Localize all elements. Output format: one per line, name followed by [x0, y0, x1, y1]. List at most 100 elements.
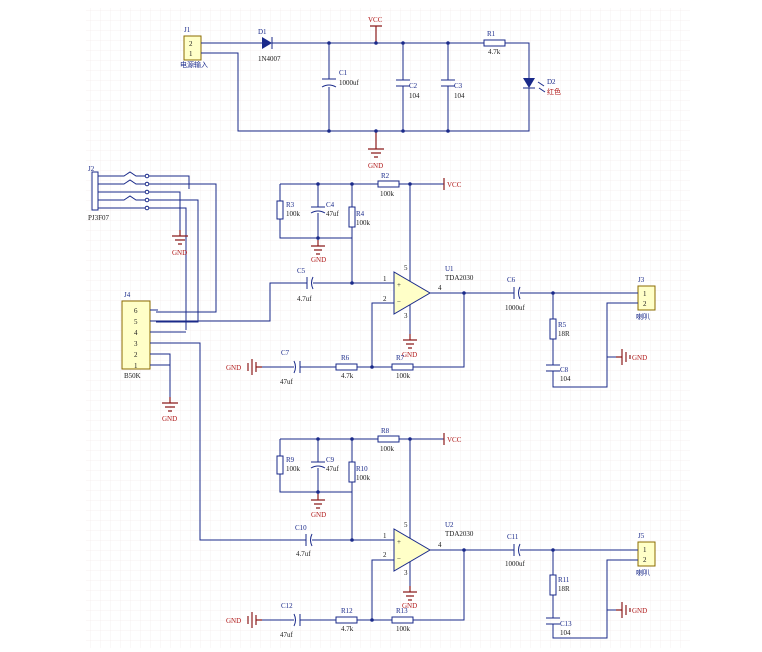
gnd-spk1-symbol — [616, 349, 631, 365]
c5-capacitor[interactable] — [306, 276, 314, 290]
r6-resistor[interactable] — [335, 363, 358, 371]
gnd-c4-symbol — [311, 240, 325, 255]
r2-ref: R2 — [381, 172, 390, 180]
c4-value: 47uf — [326, 210, 340, 218]
r9-resistor[interactable] — [276, 455, 284, 475]
j3-pin-2: 2 — [643, 300, 647, 308]
gnd-j2-label: GND — [172, 249, 187, 257]
channel-2: R8 100k VCC R9 100k C9 47uf GND R10 100k… — [226, 427, 656, 639]
r10-resistor[interactable] — [348, 461, 356, 483]
r4-resistor[interactable] — [348, 206, 356, 228]
r12-resistor[interactable] — [335, 616, 358, 624]
c3-value: 104 — [454, 92, 465, 100]
c8-value: 104 — [560, 375, 571, 383]
u1-pin4: 4 — [438, 284, 442, 292]
junction-dot — [370, 365, 374, 369]
wire-zobel-1 — [552, 293, 633, 388]
c6-ref: C6 — [507, 276, 516, 284]
c10-capacitor[interactable] — [305, 533, 313, 547]
c1-capacitor[interactable] — [321, 78, 337, 88]
j4-pin-4: 4 — [134, 329, 138, 337]
j1-connector[interactable] — [183, 35, 202, 61]
r5-resistor[interactable] — [549, 318, 557, 340]
junction-dot — [350, 538, 354, 542]
r1-resistor[interactable] — [483, 39, 506, 47]
c7-capacitor[interactable] — [293, 360, 301, 374]
j4-potentiometer[interactable] — [121, 300, 151, 370]
c11-capacitor[interactable] — [513, 543, 521, 557]
channel-1: R2 100k VCC R3 100k C4 47uf GND R4 100k … — [226, 172, 656, 388]
u2-pin5: 5 — [404, 521, 408, 529]
r5-value: 18R — [558, 330, 570, 338]
u1-opamp[interactable] — [393, 271, 431, 315]
c4-capacitor[interactable] — [310, 206, 326, 214]
sheet-background — [86, 8, 690, 648]
c5-ref: C5 — [297, 267, 306, 275]
r8-resistor[interactable] — [377, 435, 400, 443]
j5-ref: J5 — [638, 532, 645, 540]
junction-dot — [551, 291, 555, 295]
junction-dot — [316, 437, 320, 441]
j4-pin-3: 3 — [134, 340, 138, 348]
u2-ref: U2 — [445, 521, 454, 529]
r11-resistor[interactable] — [549, 574, 557, 596]
j5-label: 喇叭 — [636, 568, 650, 577]
r7-ref: R7 — [396, 354, 405, 362]
gnd-c12-label: GND — [226, 617, 241, 625]
r3-ref: R3 — [286, 201, 295, 209]
u2-pin3: 3 — [404, 569, 408, 577]
c9-value: 47uf — [326, 465, 340, 473]
c2-capacitor[interactable] — [396, 79, 410, 87]
r1-ref: R1 — [487, 30, 496, 38]
j3-speaker-connector[interactable] — [637, 285, 656, 311]
junction-dot — [374, 129, 378, 133]
c11-value: 1000uf — [505, 560, 526, 568]
gnd-spk2-symbol — [616, 602, 631, 618]
j1-ref: J1 — [184, 26, 191, 34]
gnd-j4-label: GND — [162, 415, 177, 423]
c8-capacitor[interactable] — [546, 364, 560, 372]
gnd-c7-label: GND — [226, 364, 241, 372]
r3-resistor[interactable] — [276, 200, 284, 220]
d2-ref: D2 — [547, 78, 556, 86]
r6-value: 4.7k — [341, 372, 354, 380]
c9-capacitor[interactable] — [310, 461, 326, 469]
wire-c7 — [262, 293, 465, 368]
gnd-u2-symbol — [403, 586, 417, 601]
gnd-c9-symbol — [311, 494, 325, 509]
r2-value: 100k — [380, 190, 395, 198]
junction-dot — [551, 548, 555, 552]
r13-ref: R13 — [396, 607, 408, 615]
c5-value: 4.7uf — [297, 295, 312, 303]
j5-speaker-connector[interactable] — [637, 541, 656, 567]
gnd-c7-symbol — [247, 359, 262, 375]
input-section: J2 PJ3F07 GND J4 6 5 4 3 2 1 B50K GND — [88, 165, 307, 541]
c2-value: 104 — [409, 92, 420, 100]
c3-capacitor[interactable] — [441, 79, 455, 87]
vcc-ch1-label: VCC — [447, 181, 462, 189]
r7-resistor[interactable] — [391, 363, 414, 371]
wire-r3 — [279, 184, 352, 239]
u1-plus: + — [397, 281, 401, 289]
c13-capacitor[interactable] — [546, 617, 560, 625]
j3-ref: J3 — [638, 276, 645, 284]
r10-value: 100k — [356, 474, 371, 482]
c6-capacitor[interactable] — [513, 286, 521, 300]
r10-ref: R10 — [356, 465, 368, 473]
c12-capacitor[interactable] — [293, 613, 301, 627]
j2-contacts — [98, 171, 146, 209]
r5-ref: R5 — [558, 321, 567, 329]
j4-pin-6: 6 — [134, 307, 138, 315]
c4-ref: C4 — [326, 201, 335, 209]
u1-pin3: 3 — [404, 312, 408, 320]
j2-jack[interactable] — [91, 171, 99, 211]
r2-resistor[interactable] — [377, 180, 400, 188]
r11-value: 18R — [558, 585, 570, 593]
j5-pin-2: 2 — [643, 556, 647, 564]
c11-ref: C11 — [507, 533, 519, 541]
r13-resistor[interactable] — [391, 616, 414, 624]
junction-dot — [408, 437, 412, 441]
u2-opamp[interactable] — [393, 528, 431, 572]
r3-value: 100k — [286, 210, 301, 218]
gnd-u1-label: GND — [402, 351, 417, 359]
